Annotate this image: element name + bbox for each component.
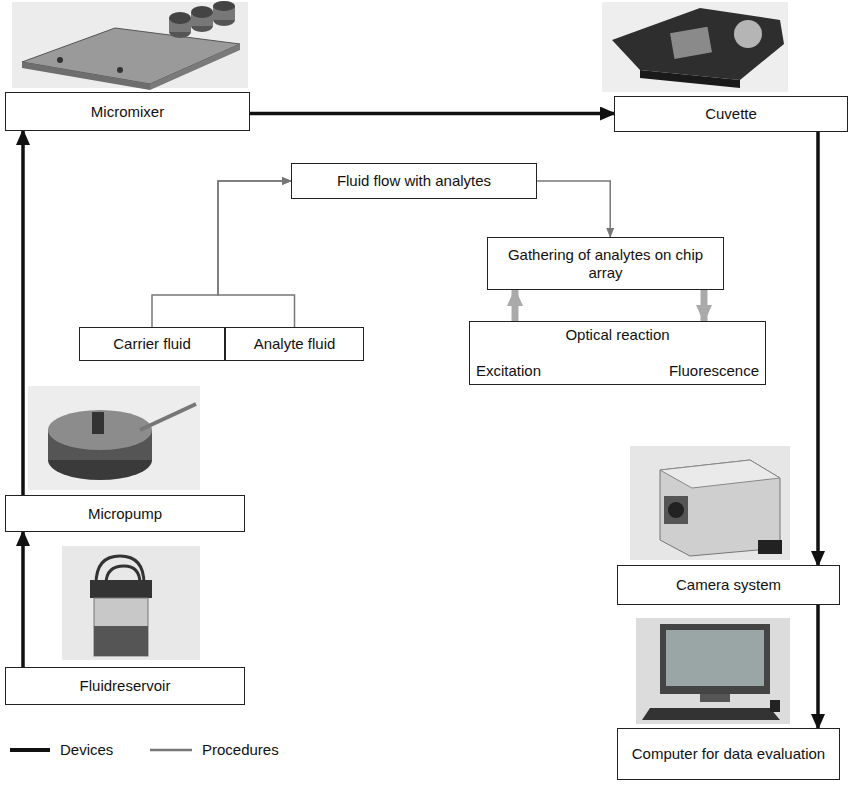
- box-label: Micropump: [88, 505, 162, 523]
- device-box: Camera system: [617, 565, 840, 605]
- procedure-box: Gathering of analytes on chip array: [487, 237, 724, 290]
- legend-text: Procedures: [202, 742, 279, 757]
- signal-label: Excitation: [476, 362, 541, 380]
- box-label: Carrier fluid: [113, 335, 191, 353]
- box-label: Camera system: [676, 576, 781, 594]
- device-box: Fluidreservoir: [5, 667, 245, 705]
- device-arrow: [21, 532, 25, 667]
- legend-text: Devices: [60, 742, 113, 757]
- procedure-box: Carrier fluid: [79, 327, 225, 361]
- procedure-box: Fluid flow with analytes: [291, 163, 537, 199]
- box-label: Cuvette: [705, 105, 757, 123]
- procedure-arrow: [152, 181, 291, 327]
- box-label: Fluid flow with analytes: [337, 172, 491, 190]
- device-box: Micromixer: [5, 92, 250, 131]
- camera-photo: [630, 446, 790, 560]
- procedure-arrow: [537, 181, 610, 237]
- procedure-box: Analyte fluid: [225, 327, 364, 361]
- cuvette-photo: [602, 2, 788, 92]
- legend-sample-devices: [10, 748, 50, 752]
- micromixer-photo: [12, 1, 248, 90]
- micropump-photo: [28, 386, 200, 490]
- device-arrow: [21, 131, 25, 495]
- device-arrow: [250, 112, 614, 116]
- fluidreservoir-photo: [62, 546, 200, 660]
- optical-arrow: [701, 290, 708, 321]
- computer-photo: [636, 618, 790, 724]
- box-label: Gathering of analytes on chip array: [496, 246, 715, 282]
- box-label: Micromixer: [91, 103, 164, 121]
- legend-sample-procedures: [150, 749, 192, 752]
- box-label: Analyte fluid: [254, 335, 336, 353]
- device-box: Computer for data evaluation: [617, 728, 840, 780]
- device-box: Cuvette: [614, 96, 848, 132]
- box-label: Computer for data evaluation: [632, 745, 825, 763]
- device-arrow: [816, 605, 820, 728]
- procedure-arrow: [218, 181, 295, 327]
- box-label: Fluidreservoir: [80, 677, 171, 695]
- box-label: Optical reaction: [470, 326, 765, 344]
- signal-label: Fluorescence: [669, 362, 759, 380]
- optical-arrow: [512, 290, 519, 321]
- procedure-box: Optical reactionExcitation Fluorescence: [469, 321, 766, 385]
- device-arrow: [816, 132, 820, 565]
- device-box: Micropump: [5, 495, 245, 532]
